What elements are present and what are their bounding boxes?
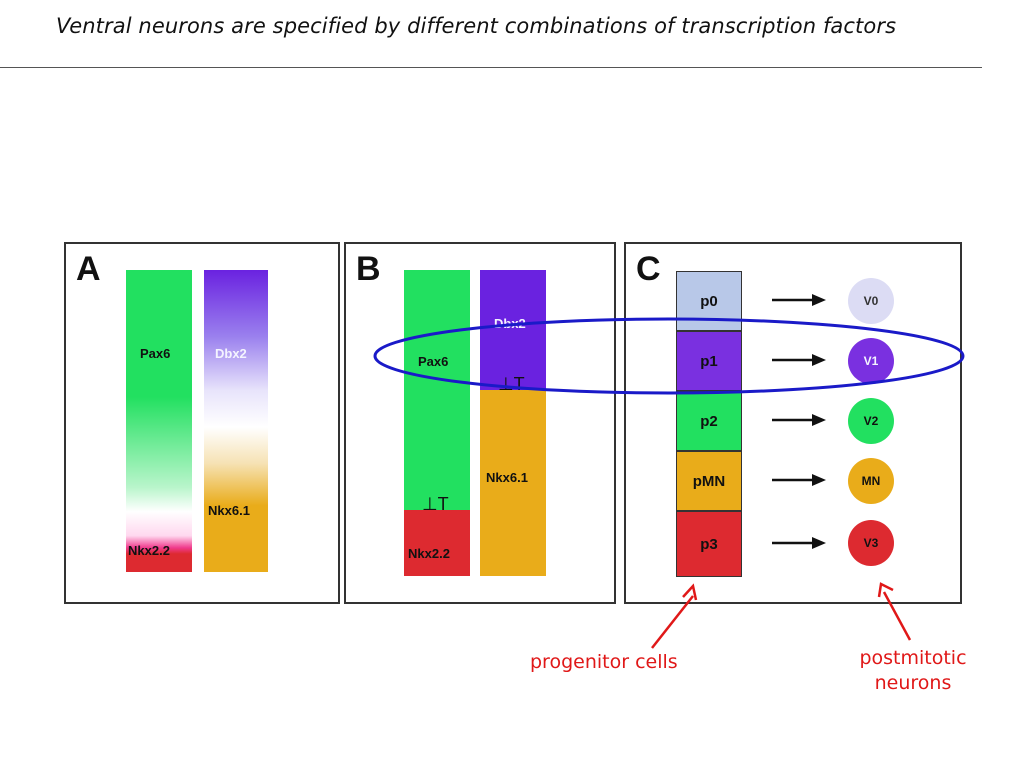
nkx22-label: Nkx2.2	[128, 543, 170, 558]
nkx22-domain	[404, 510, 470, 576]
nkx61-label: Nkx6.1	[208, 503, 250, 518]
neuron-pointer-arrow	[882, 591, 912, 641]
arrow-p2-v2	[772, 414, 826, 426]
panel-c-letter: C	[636, 250, 661, 288]
repression-symbol-pax6-nkx22: ⊥T	[422, 494, 449, 514]
progenitor-box-p1: p1	[676, 331, 742, 391]
pax6-label: Pax6	[418, 354, 449, 369]
neuron-circle-v0: V0	[848, 278, 894, 324]
progenitor-box-p2: p2	[676, 391, 742, 451]
panel-a-letter: A	[76, 250, 101, 288]
dbx2-gradient-bar	[204, 270, 268, 572]
slide-title: Ventral neurons are specified by differe…	[56, 14, 897, 38]
pax6-gradient-bar	[126, 270, 192, 572]
pax6-domain	[404, 270, 470, 510]
postmitotic-neurons-label: postmitotic neurons	[848, 646, 978, 696]
arrow-p0-v0	[772, 294, 826, 306]
nkx61-domain	[480, 390, 546, 576]
neuron-circle-mn: MN	[848, 458, 894, 504]
highlight-ellipse	[373, 317, 965, 395]
dbx2-label: Dbx2	[215, 346, 247, 361]
neurons-line: neurons	[874, 672, 952, 694]
progenitor-box-p3: p3	[676, 511, 742, 577]
progenitor-box-pmn: pMN	[676, 451, 742, 511]
nkx22-label: Nkx2.2	[408, 546, 450, 561]
panel-b: B Pax6 Dbx2 Nkx6.1 Nkx2.2 ⊥T ⊥T	[344, 242, 616, 604]
pax6-label: Pax6	[140, 346, 171, 361]
arrow-p3-v3	[772, 537, 826, 549]
panel-b-letter: B	[356, 250, 381, 288]
neuron-circle-v1: V1	[848, 338, 894, 384]
postmitotic-line: postmitotic	[859, 647, 967, 669]
panel-a: A Pax6 Dbx2 Nkx6.1 Nkx2.2	[64, 242, 340, 604]
neuron-circle-v2: V2	[848, 398, 894, 444]
progenitor-pointer-arrowhead	[682, 583, 698, 601]
nkx61-label: Nkx6.1	[486, 470, 528, 485]
neuron-pointer-arrowhead	[877, 582, 894, 598]
dbx2-domain	[480, 270, 546, 390]
arrow-pmn-mn	[772, 474, 826, 486]
progenitor-cells-label: progenitor cells	[530, 651, 678, 673]
progenitor-pointer-arrow	[651, 595, 694, 649]
neuron-circle-v3: V3	[848, 520, 894, 566]
title-divider	[0, 67, 982, 68]
arrow-p1-v1	[772, 354, 826, 366]
